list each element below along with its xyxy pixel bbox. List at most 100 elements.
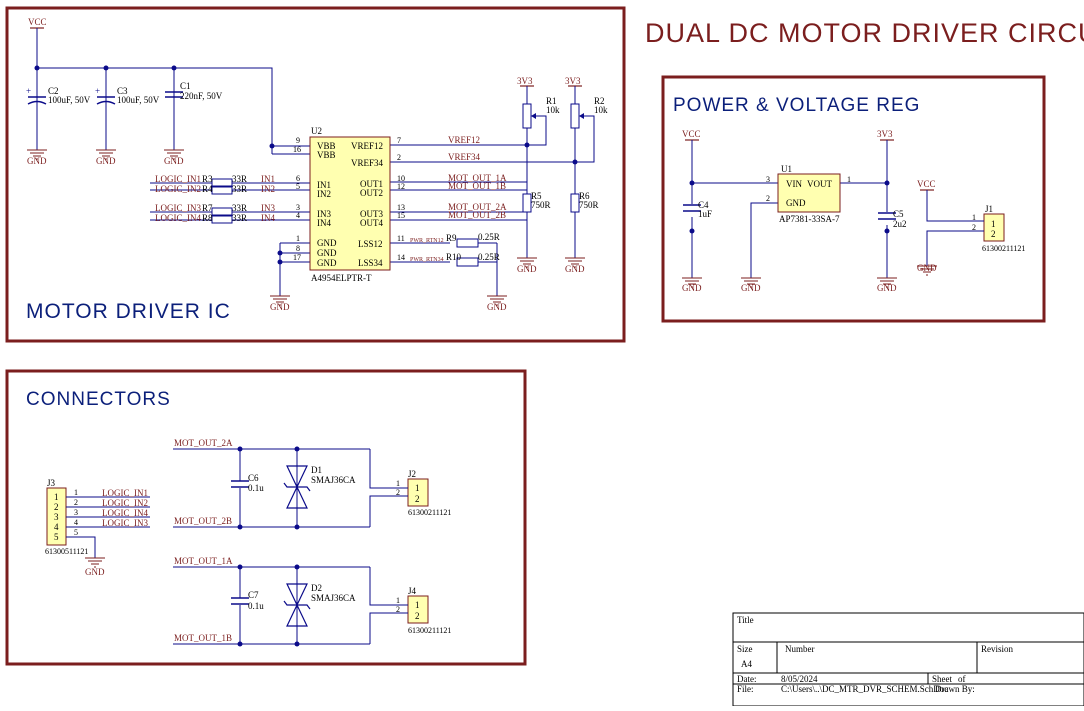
- schematic-label: C7: [248, 590, 259, 600]
- u2-motor-driver-chip: U2 A4954ELPTR-T VBB VBB IN1 IN2 IN3 IN4 …: [309, 126, 391, 283]
- schematic-label: GND: [877, 283, 897, 293]
- d2-tvs-diode: D2 SMAJ36CA: [283, 583, 356, 627]
- schematic-label: R4: [202, 184, 213, 194]
- schematic-label: 5: [74, 528, 78, 537]
- schematic-label: IN4: [317, 218, 331, 228]
- title-block-drawn-by: Drawn By:: [935, 684, 975, 694]
- c4-capacitor: C4 1uF: [683, 200, 712, 219]
- schematic-label: 61300211121: [982, 244, 1025, 253]
- r6-resistor: R6 750R: [570, 191, 599, 213]
- schematic-label: 750R: [531, 200, 551, 210]
- schematic-label: 1: [396, 596, 400, 605]
- u1-3v3-symbol: [879, 139, 895, 149]
- schematic-label: VBB: [317, 141, 336, 151]
- schematic-label: 4: [296, 211, 300, 220]
- schematic-label: 750R: [579, 200, 599, 210]
- schematic-label: 61300511121: [45, 547, 88, 556]
- schematic-label: 11: [397, 234, 405, 243]
- title-block-of: of: [958, 674, 966, 684]
- schematic-label: D1: [311, 465, 322, 475]
- schematic-label: 4: [54, 522, 59, 532]
- schematic-label: 6: [296, 174, 300, 183]
- j3-pin-numbers: 1 2 3 4 5: [74, 488, 78, 537]
- schematic-label: OUT3: [360, 209, 383, 219]
- schematic-label: 2: [74, 498, 78, 507]
- sheet-title: DUAL DC MOTOR DRIVER CIRCUIT: [645, 18, 1084, 48]
- mot-out-1b-label: MOT_OUT_1B: [174, 633, 232, 643]
- j3-net-labels: LOGIC_IN1 LOGIC_IN2 LOGIC_IN4 LOGIC_IN3: [102, 488, 148, 528]
- schematic-label: 1: [972, 213, 976, 222]
- c1-capacitor: C1 220nF, 50V: [165, 81, 223, 101]
- schematic-label: 13: [397, 203, 405, 212]
- r2-potentiometer: R2 10k: [570, 96, 608, 129]
- schematic-label: GND: [786, 198, 806, 208]
- schematic-label: SMAJ36CA: [311, 593, 356, 603]
- schematic-label: 61300211121: [408, 626, 451, 635]
- j3-connector: J3 1 2 3 4 5 61300511121: [45, 478, 88, 556]
- schematic-label: 1: [54, 492, 59, 502]
- motor2-wires: [173, 448, 400, 528]
- schematic-label: 14: [397, 253, 405, 262]
- mot-out-2a-label: MOT_OUT_2A: [174, 438, 233, 448]
- schematic-label: GND: [317, 258, 337, 268]
- schematic-label: 0.1u: [248, 483, 264, 493]
- motor1-junctions: [237, 564, 300, 647]
- schematic-label: R7: [202, 203, 213, 213]
- motor-driver-wires: [36, 32, 595, 290]
- r1-potentiometer: R1 10k: [522, 96, 560, 129]
- schematic-label: 3: [296, 203, 300, 212]
- schematic-label: VOUT: [807, 179, 832, 189]
- schematic-label: GND: [487, 302, 507, 312]
- schematic-label: MOT_OUT_2A: [448, 202, 507, 212]
- schematic-label: OUT1: [360, 179, 383, 189]
- schematic-label: IN3: [261, 203, 275, 213]
- schematic-label: LOGIC_IN1: [155, 174, 201, 184]
- logic-input-labels: LOGIC_IN1 LOGIC_IN2 LOGIC_IN3 LOGIC_IN4 …: [155, 174, 275, 223]
- schematic-label: IN2: [317, 189, 331, 199]
- r10-resistor: R10 0.25R: [446, 252, 500, 267]
- c3-designator: C3: [117, 86, 128, 96]
- schematic-label: 7: [397, 136, 401, 145]
- motor-junctions: [34, 65, 578, 265]
- u2-part-number: A4954ELPTR-T: [311, 273, 372, 283]
- schematic-label: PWR_RTN34: [410, 257, 444, 263]
- title-block-number: Number: [785, 644, 815, 654]
- schematic-label: J1: [985, 204, 993, 214]
- title-block-file: File:: [737, 684, 754, 694]
- schematic-label: GND: [517, 264, 537, 274]
- schematic-label: C4: [698, 200, 709, 210]
- schematic-label: R5: [531, 191, 542, 201]
- schematic-label: GND: [317, 238, 337, 248]
- title-block-sheet: Sheet: [932, 674, 952, 684]
- schematic-label: VCC: [917, 179, 936, 189]
- schematic-label: LOGIC_IN4: [155, 213, 201, 223]
- schematic-label: 1uF: [698, 209, 712, 219]
- power-section-border: [661, 75, 1046, 323]
- schematic-label: 61300211121: [408, 508, 451, 517]
- schematic-label: R2: [594, 96, 605, 106]
- schematic-label: OUT4: [360, 218, 383, 228]
- c3-capacitor: + C3 100uF, 50V: [95, 86, 160, 105]
- vcc-label: VCC: [28, 17, 47, 27]
- schematic-label: LSS34: [358, 258, 383, 268]
- schematic-label: C5: [893, 209, 904, 219]
- schematic-label: VIN: [786, 179, 802, 189]
- j2-connector: J2 1 2 1 2 61300211121: [396, 469, 451, 517]
- schematic-label: R3: [202, 174, 213, 184]
- title-block-date-value: 8/05/2024: [781, 674, 818, 684]
- schematic-label: 0.25R: [478, 232, 500, 242]
- schematic-label: IN1: [261, 174, 275, 184]
- schematic-label: R1: [546, 96, 557, 106]
- schematic-label: IN4: [261, 213, 275, 223]
- schematic-label: U1: [781, 164, 792, 174]
- schematic-label: GND: [565, 264, 585, 274]
- schematic-label: 4: [74, 518, 78, 527]
- schematic-label: R6: [579, 191, 590, 201]
- schematic-label: VCC: [682, 129, 701, 139]
- schematic-label: 3: [54, 512, 59, 522]
- schematic-label: 2: [972, 223, 976, 232]
- schematic-label: GND: [164, 156, 184, 166]
- u1-regulator-chip: U1 AP7381-33SA-7 VIN VOUT GND 3 2 1: [766, 164, 851, 224]
